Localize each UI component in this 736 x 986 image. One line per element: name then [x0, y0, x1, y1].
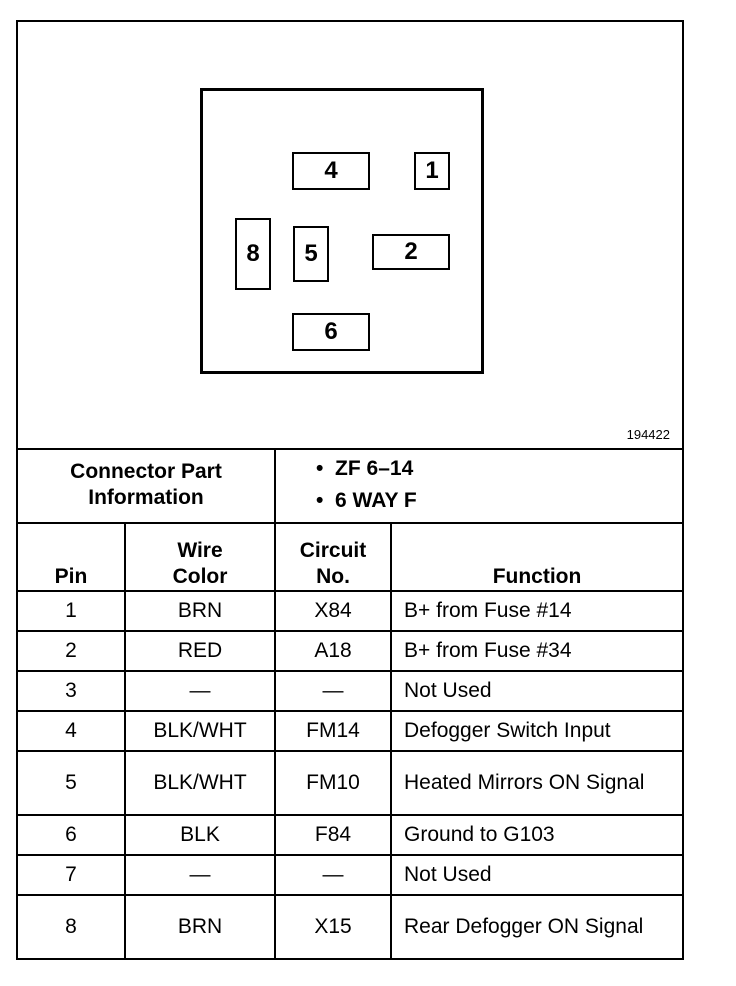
wire-color-cell: BRN [123, 894, 277, 958]
pinout-table: Connector Part Information ZF 6–14 6 WAY… [18, 448, 683, 958]
table-row: 8 BRN X15 Rear Defogger ON Signal [18, 894, 683, 958]
circuit-cell: F84 [274, 814, 393, 856]
wire-color-cell: — [123, 854, 277, 896]
table-row: 4 BLK/WHT FM14 Defogger Switch Input [18, 710, 683, 752]
circuit-cell: — [274, 854, 393, 896]
header-wire-color: Wire Color [123, 522, 277, 592]
pin-cell: 4 [18, 710, 126, 752]
pin-cell: 7 [18, 854, 126, 896]
function-cell: Defogger Switch Input [390, 710, 683, 752]
header-function: Function [390, 522, 683, 592]
header-pin: Pin [18, 522, 126, 592]
circuit-cell: X84 [274, 590, 393, 632]
function-cell: B+ from Fuse #14 [390, 590, 683, 632]
header-row: Pin Wire Color Circuit No. Function [18, 522, 683, 592]
pin-cavity-5: 5 [293, 226, 329, 282]
wire-color-cell: — [123, 670, 277, 712]
table-row: 3 — — Not Used [18, 670, 683, 712]
part-info-label: Connector Part Information [18, 448, 277, 524]
pin-cell: 3 [18, 670, 126, 712]
pin-cavity-1: 1 [414, 152, 450, 190]
function-cell: Ground to G103 [390, 814, 683, 856]
wire-color-cell: BRN [123, 590, 277, 632]
circuit-cell: FM14 [274, 710, 393, 752]
part-info-value: 6 WAY F [316, 485, 682, 517]
pin-cavity-6: 6 [292, 313, 370, 351]
part-info-values: ZF 6–14 6 WAY F [274, 448, 683, 524]
table-row: 6 BLK F84 Ground to G103 [18, 814, 683, 856]
table-row: 5 BLK/WHT FM10 Heated Mirrors ON Signal [18, 750, 683, 816]
part-info-value: ZF 6–14 [316, 453, 682, 485]
part-info-row: Connector Part Information ZF 6–14 6 WAY… [18, 448, 683, 524]
connector-sheet: 4 1 8 5 2 6 194422 Connector Part Inform… [16, 20, 684, 960]
pin-cell: 1 [18, 590, 126, 632]
wire-color-cell: BLK/WHT [123, 710, 277, 752]
wire-color-cell: RED [123, 630, 277, 672]
table-row: 2 RED A18 B+ from Fuse #34 [18, 630, 683, 672]
pin-cell: 6 [18, 814, 126, 856]
wire-color-cell: BLK/WHT [123, 750, 277, 816]
pin-cell: 5 [18, 750, 126, 816]
function-cell: Heated Mirrors ON Signal [390, 750, 683, 816]
table-row: 7 — — Not Used [18, 854, 683, 896]
circuit-cell: FM10 [274, 750, 393, 816]
function-cell: Not Used [390, 670, 683, 712]
pin-cell: 2 [18, 630, 126, 672]
function-cell: Not Used [390, 854, 683, 896]
header-circuit-no: Circuit No. [274, 522, 393, 592]
table-row: 1 BRN X84 B+ from Fuse #14 [18, 590, 683, 632]
pin-cavity-2: 2 [372, 234, 450, 270]
circuit-cell: — [274, 670, 393, 712]
wire-color-cell: BLK [123, 814, 277, 856]
circuit-cell: A18 [274, 630, 393, 672]
circuit-cell: X15 [274, 894, 393, 958]
figure-number: 194422 [626, 427, 670, 442]
function-cell: Rear Defogger ON Signal [390, 894, 683, 958]
function-cell: B+ from Fuse #34 [390, 630, 683, 672]
pin-cavity-4: 4 [292, 152, 370, 190]
pin-cavity-8: 8 [235, 218, 271, 290]
pin-cell: 8 [18, 894, 126, 958]
connector-diagram: 4 1 8 5 2 6 194422 [18, 22, 682, 450]
connector-face: 4 1 8 5 2 6 [200, 88, 484, 374]
